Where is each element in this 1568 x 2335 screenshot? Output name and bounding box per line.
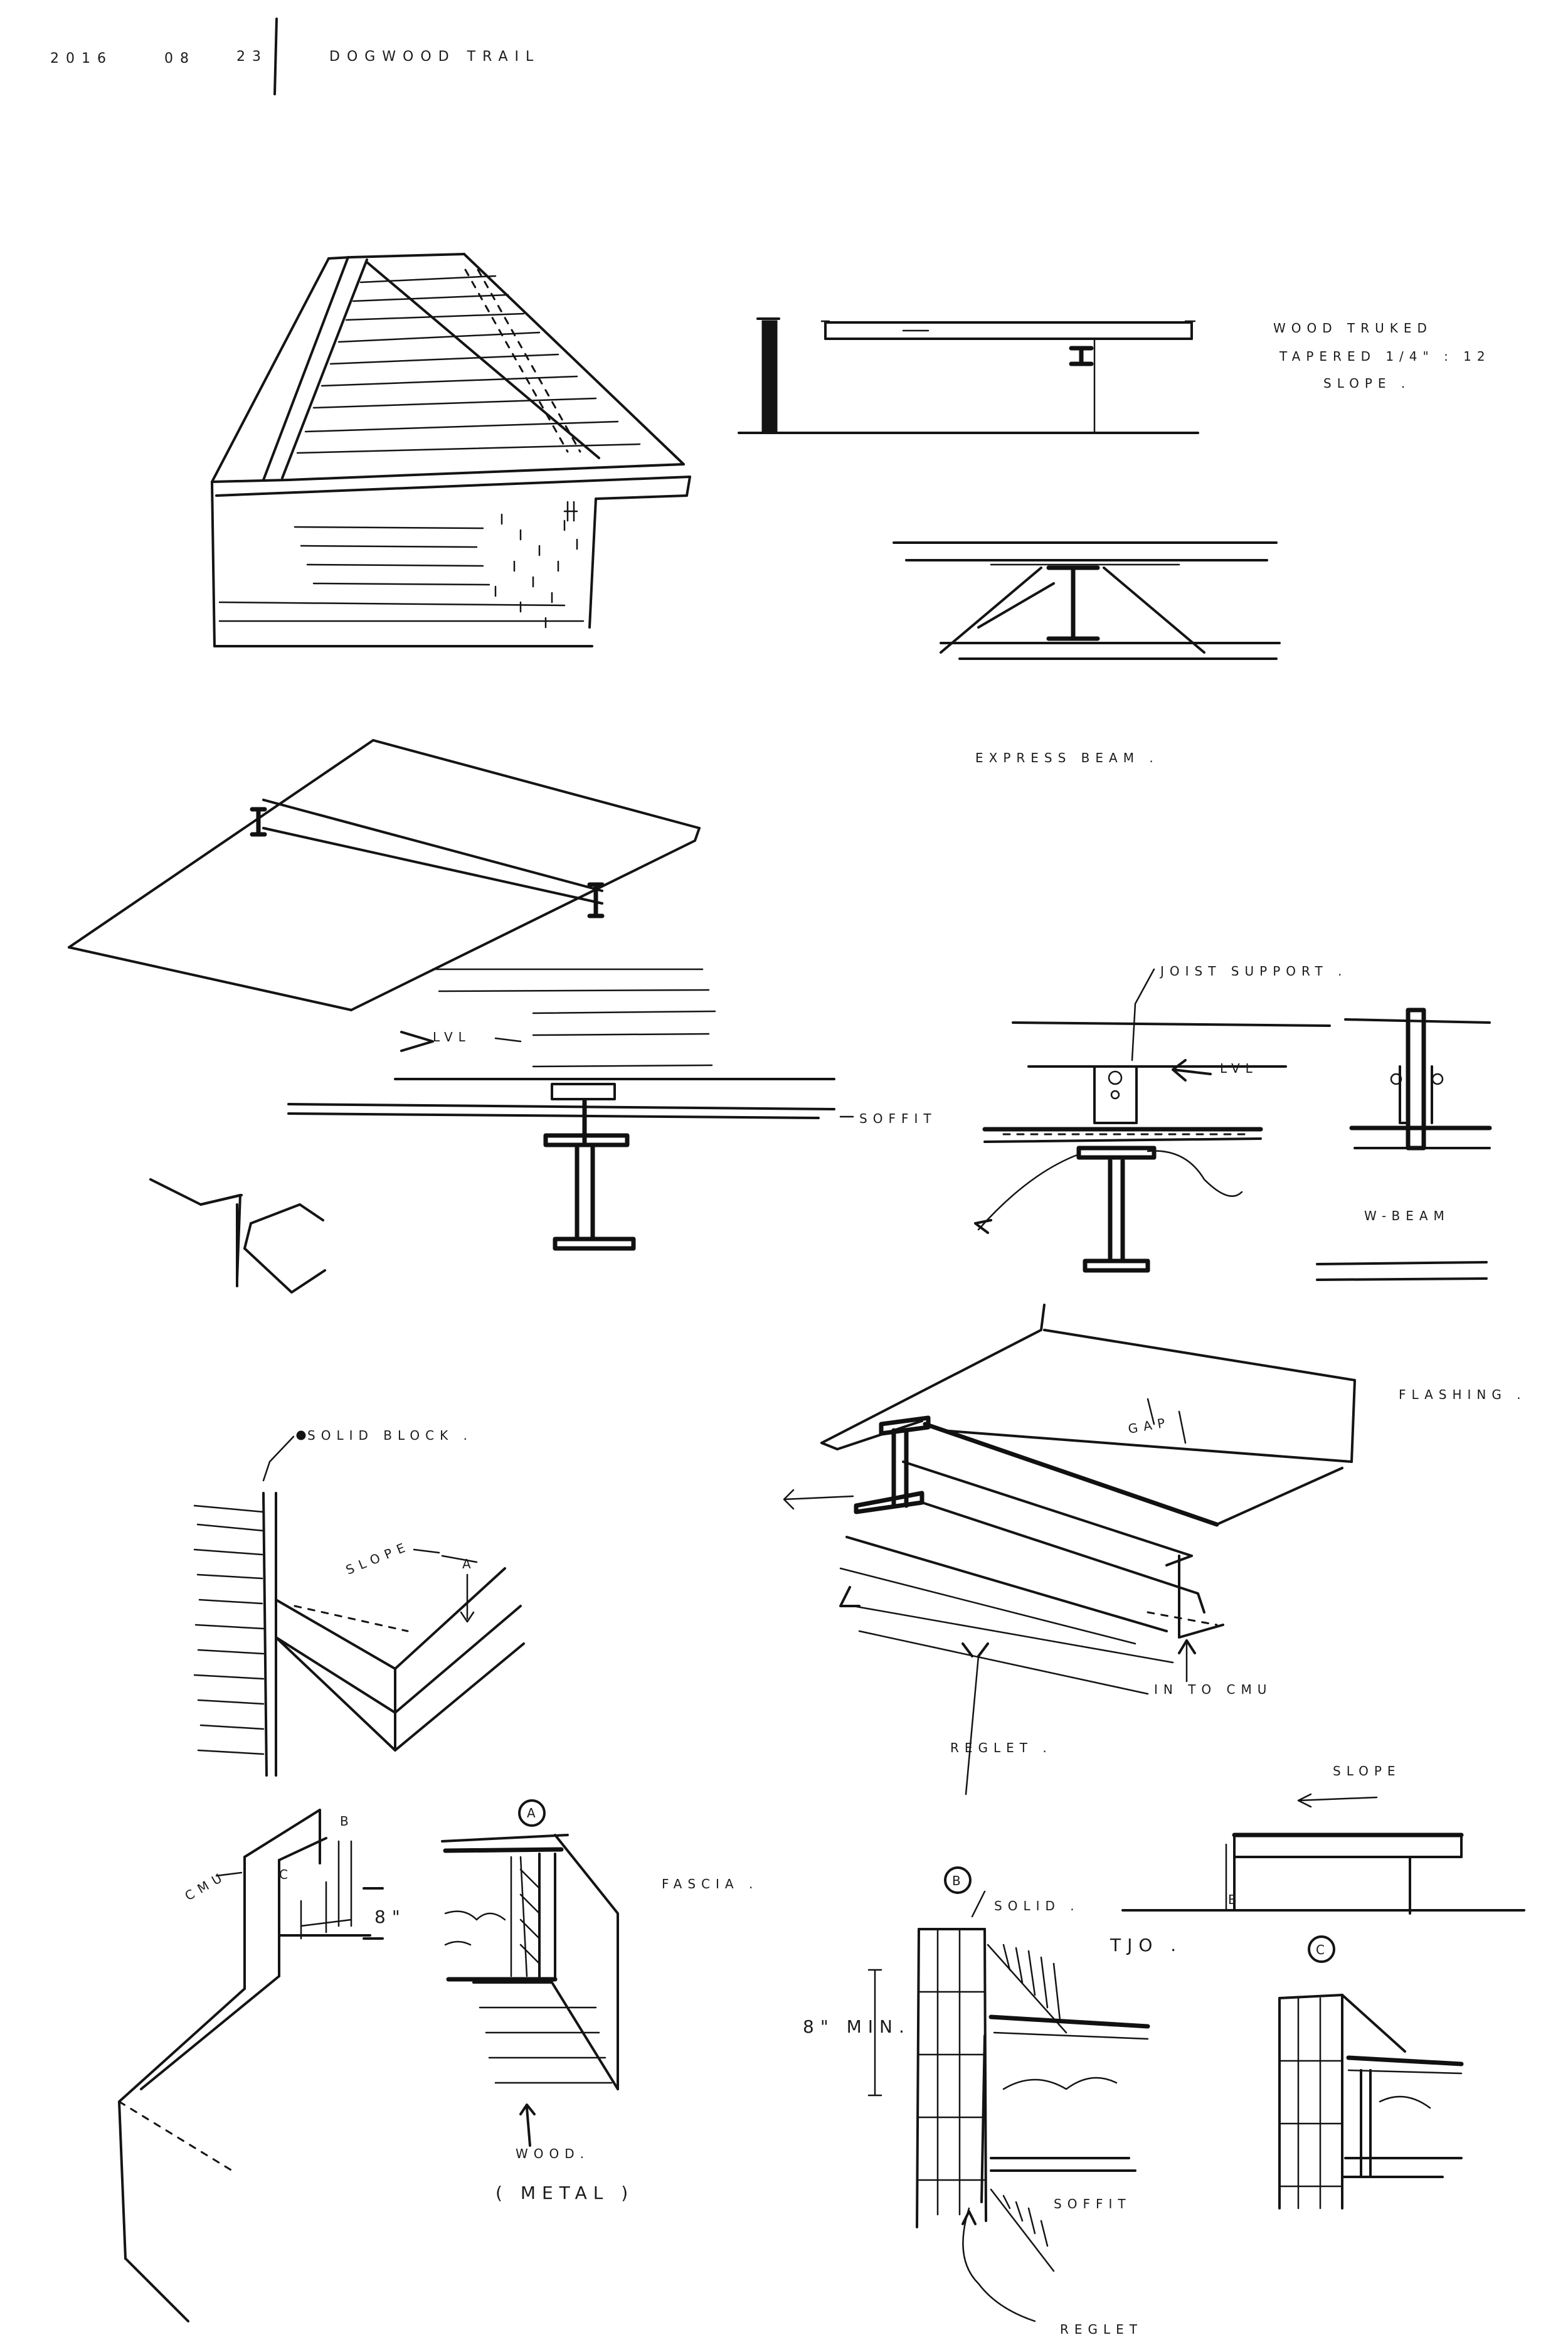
label-flashing: FLASHING .	[1399, 1387, 1527, 1402]
label-wood: WOOD.	[516, 2146, 590, 2161]
callout-c: C	[1316, 1942, 1330, 1957]
label-joist-support: JOIST SUPPORT .	[1159, 964, 1347, 979]
label-marker-a: A	[462, 1556, 477, 1572]
corner-sketch	[149, 1178, 326, 1294]
callout-b: B	[952, 1873, 967, 1888]
joist-support-sketch: JOIST SUPPORT . LVL	[974, 964, 1347, 1273]
label-lvl-left: LVL	[433, 1029, 471, 1045]
label-reglet-low: REGLET	[1060, 2322, 1143, 2335]
label-reglet-mid: REGLET .	[950, 1740, 1052, 1755]
label-soffit-low: SOFFIT	[1054, 2196, 1131, 2211]
label-b-label: B	[340, 1814, 354, 1829]
header-project: DOGWOOD TRAIL	[329, 49, 540, 65]
slope-parapet-sketch: SLOPE B	[1121, 1763, 1525, 1915]
label-eight-inch: 8"	[374, 1907, 406, 1927]
label-roof-note-2: TAPERED 1/4" : 12	[1279, 349, 1491, 364]
label-in-to-cmu: IN TO CMU	[1154, 1682, 1272, 1697]
header: 2016 08 23 DOGWOOD TRAIL	[50, 18, 540, 95]
exposed-beam-sketch: EXPRESS BEAM .	[893, 541, 1281, 765]
label-fascia: FASCIA .	[662, 1876, 758, 1891]
label-solid: SOLID .	[994, 1898, 1080, 1913]
header-divider	[273, 18, 278, 95]
callout-b-circle	[944, 1866, 972, 1894]
solid-block-sketch: SOLID BLOCK . SLOPE A	[193, 1428, 525, 1777]
label-eight-min: 8" MIN.	[803, 2016, 911, 2037]
flashing-sketch: GAP FLASHING . REGLET . IN TO CMU	[783, 1304, 1527, 1795]
callout-a: A	[527, 1806, 541, 1821]
label-cmu: CMU	[183, 1868, 230, 1903]
label-lvl-right: LVL	[1220, 1061, 1258, 1076]
header-day: 23	[236, 49, 268, 65]
soffit-slab-sketch: LVL SOFFIT	[68, 739, 937, 1251]
detail-b-sketch: B SOLID . TJO . SOFFIT REGLET 8" MIN.	[803, 1866, 1182, 2335]
roof-section-sketch: WOOD TRUKED TAPERED 1/4" : 12 SLOPE .	[738, 317, 1491, 434]
label-metal: ( METAL )	[495, 2183, 634, 2203]
w-beam-sketch: W-BEAM	[1316, 1008, 1492, 1281]
label-express-beam: EXPRESS BEAM .	[975, 750, 1159, 765]
label-soffit-mid: SOFFIT	[859, 1111, 937, 1126]
detail-c-sketch: C	[1278, 1935, 1464, 2210]
roof-perspective-sketch	[211, 253, 691, 647]
callout-c-circle	[1308, 1935, 1335, 1963]
header-month: 08	[164, 51, 196, 66]
label-gap: GAP	[1127, 1414, 1172, 1436]
cmu-corner-sketch: CMU C B 8"	[118, 1809, 406, 2322]
label-roof-note-3: SLOPE .	[1323, 376, 1411, 391]
callout-a-circle	[518, 1799, 546, 1827]
label-solid-block: SOLID BLOCK .	[307, 1428, 473, 1443]
fascia-detail-a-sketch: A WOOD. ( METAL ) FASCIA .	[441, 1799, 758, 2203]
label-w-beam: W-BEAM	[1364, 1208, 1450, 1223]
label-c-label: C	[279, 1867, 294, 1882]
label-slope-sketch: SLOPE	[344, 1538, 413, 1578]
header-year: 2016	[50, 51, 113, 66]
label-slope-small: SLOPE	[1333, 1763, 1401, 1779]
label-b-small: B	[1228, 1892, 1242, 1907]
label-tjo: TJO .	[1110, 1935, 1182, 1955]
label-roof-note-1: WOOD TRUKED	[1273, 321, 1433, 336]
